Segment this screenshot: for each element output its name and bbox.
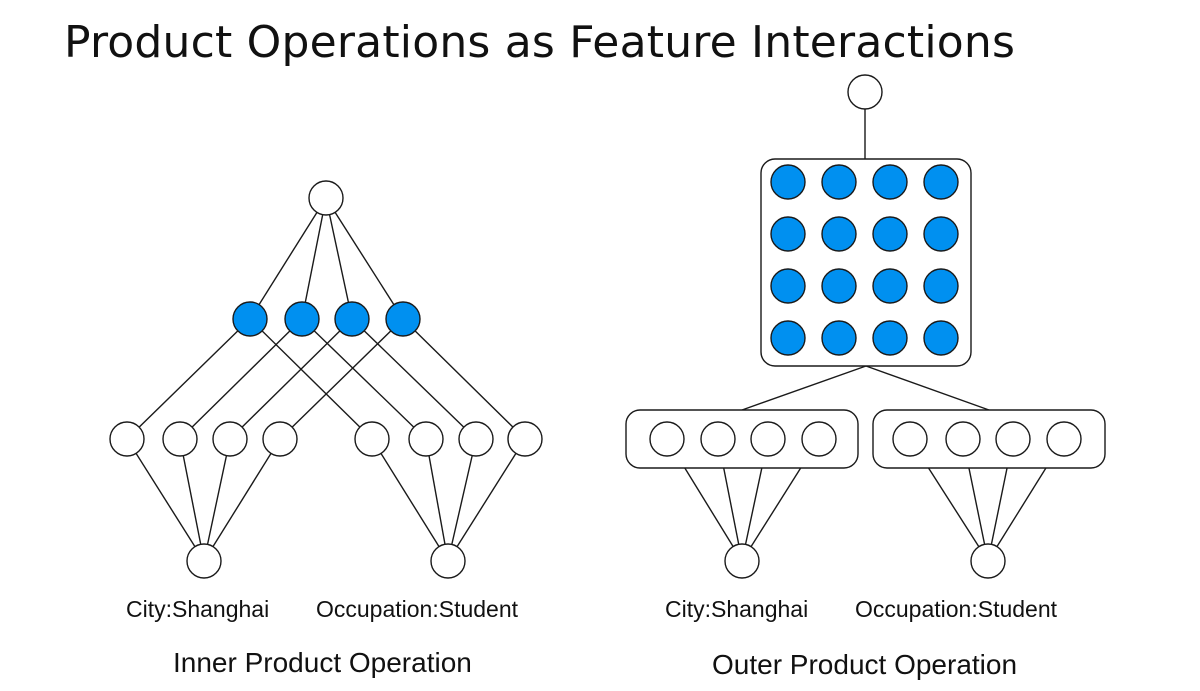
outer-embedding-box-occupation bbox=[872, 409, 1106, 469]
outer-embedding-node-city bbox=[700, 421, 736, 457]
inner-label-city: City:Shanghai bbox=[126, 596, 270, 622]
inner-product-node bbox=[284, 301, 320, 337]
inner-edge-bottom-left-0 bbox=[126, 438, 205, 562]
outer-product-node bbox=[923, 216, 959, 252]
outer-label-occupation: Occupation:Student bbox=[855, 596, 1058, 622]
inner-product-node bbox=[334, 301, 370, 337]
inner-edge-bottom-left-3 bbox=[203, 438, 281, 562]
inner-embedding-node-city bbox=[162, 421, 198, 457]
outer-label-city: City:Shanghai bbox=[665, 596, 809, 622]
outer-field-node-occupation bbox=[970, 543, 1006, 579]
inner-edge-bottom-right-0 bbox=[371, 438, 449, 562]
outer-product-node bbox=[923, 268, 959, 304]
inner-edge-bottom-right-3 bbox=[447, 438, 526, 562]
page-title: Product Operations as Feature Interactio… bbox=[64, 17, 1016, 68]
outer-product-node bbox=[872, 164, 908, 200]
inner-edge-top-0 bbox=[249, 197, 327, 320]
outer-product-node bbox=[872, 320, 908, 356]
outer-embedding-box-city bbox=[625, 409, 859, 469]
outer-product-node bbox=[923, 320, 959, 356]
inner-edge-mid-left-0 bbox=[126, 318, 251, 440]
inner-edge-mid-right-1 bbox=[301, 318, 427, 440]
inner-label-occupation: Occupation:Student bbox=[316, 596, 519, 622]
outer-caption: Outer Product Operation bbox=[712, 649, 1018, 680]
outer-product-node bbox=[872, 216, 908, 252]
outer-edge-matrix-left bbox=[741, 365, 867, 411]
inner-edge-bottom-right-2 bbox=[447, 438, 477, 562]
inner-output-node bbox=[308, 180, 344, 216]
outer-product-matrix-box bbox=[760, 158, 972, 367]
inner-embedding-node-city bbox=[262, 421, 298, 457]
outer-embedding-node-occupation bbox=[1046, 421, 1082, 457]
inner-embedding-node-city bbox=[212, 421, 248, 457]
inner-embedding-node-occupation bbox=[507, 421, 543, 457]
outer-product-node bbox=[770, 320, 806, 356]
outer-field-node-city bbox=[724, 543, 760, 579]
inner-edge-mid-right-2 bbox=[351, 318, 477, 440]
outer-product-node bbox=[821, 216, 857, 252]
outer-product-node bbox=[821, 164, 857, 200]
inner-edge-mid-right-3 bbox=[402, 318, 526, 440]
outer-edge-matrix-right bbox=[865, 365, 990, 411]
outer-embedding-node-city bbox=[801, 421, 837, 457]
edges bbox=[126, 92, 1065, 562]
outer-product-node bbox=[770, 268, 806, 304]
inner-edge-mid-left-2 bbox=[229, 318, 353, 440]
nodes bbox=[109, 74, 1106, 579]
inner-embedding-node-occupation bbox=[408, 421, 444, 457]
inner-embedding-node-occupation bbox=[458, 421, 494, 457]
outer-embedding-node-occupation bbox=[945, 421, 981, 457]
outer-product-node bbox=[821, 268, 857, 304]
inner-edge-bottom-left-1 bbox=[179, 438, 205, 562]
outer-embedding-node-city bbox=[750, 421, 786, 457]
outer-product-node bbox=[923, 164, 959, 200]
inner-field-node-city bbox=[186, 543, 222, 579]
outer-output-node bbox=[847, 74, 883, 110]
inner-embedding-node-city bbox=[109, 421, 145, 457]
inner-edge-top-2 bbox=[325, 197, 353, 320]
outer-product-node bbox=[872, 268, 908, 304]
inner-field-node-occupation bbox=[430, 543, 466, 579]
inner-edge-bottom-right-1 bbox=[425, 438, 449, 562]
outer-product-node bbox=[770, 164, 806, 200]
inner-edge-bottom-left-2 bbox=[203, 438, 231, 562]
inner-product-node bbox=[385, 301, 421, 337]
inner-edge-top-1 bbox=[301, 197, 327, 320]
inner-embedding-node-occupation bbox=[354, 421, 390, 457]
outer-embedding-node-city bbox=[649, 421, 685, 457]
inner-edge-mid-left-3 bbox=[279, 318, 404, 440]
outer-product-node bbox=[770, 216, 806, 252]
outer-embedding-node-occupation bbox=[995, 421, 1031, 457]
inner-caption: Inner Product Operation bbox=[173, 647, 472, 678]
outer-product-node bbox=[821, 320, 857, 356]
inner-edge-mid-left-1 bbox=[179, 318, 303, 440]
inner-product-node bbox=[232, 301, 268, 337]
inner-edge-top-3 bbox=[325, 197, 404, 320]
outer-embedding-node-occupation bbox=[892, 421, 928, 457]
inner-edge-mid-right-0 bbox=[249, 318, 373, 440]
